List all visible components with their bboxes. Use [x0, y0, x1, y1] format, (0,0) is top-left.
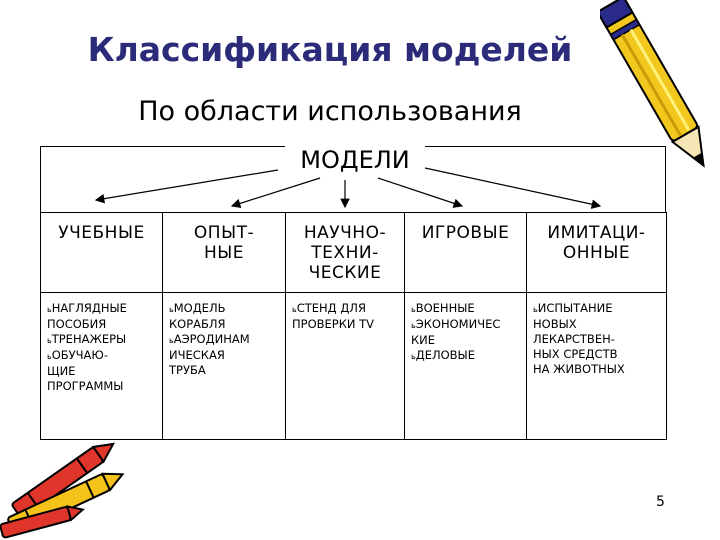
list-item-line: ьАЭРОДИНАМ: [169, 332, 250, 346]
category-header-line: УЧЕБНЫЕ: [58, 223, 145, 243]
list-item-line: ьТРЕНАЖЕРЫ: [47, 332, 127, 346]
list-item-line: ьИСПЫТАНИЕ: [533, 301, 613, 315]
bullet-icon: ь: [411, 321, 416, 330]
bullet-icon: ь: [411, 305, 416, 314]
list-item-line: ьДЕЛОВЫЕ: [411, 348, 475, 362]
bullet-icon: ь: [533, 305, 538, 314]
slide-title: Классификация моделей: [87, 30, 573, 69]
list-item: ьВОЕННЫЕ: [411, 301, 522, 317]
category-header-line: ТЕХНИ-: [311, 243, 379, 263]
slide-subtitle: По области использования: [138, 96, 522, 127]
list-item-line: КИЕ: [411, 333, 436, 347]
bullet-icon: ь: [169, 336, 174, 345]
category-header-line: НЫЕ: [203, 243, 245, 263]
bullet-icon: ь: [47, 305, 52, 314]
list-item-line: ьНАГЛЯДНЫЕ: [47, 301, 127, 315]
list-item-line: НОВЫХ: [533, 317, 577, 331]
category-header-imitatsionnye: ИМИТАЦИ-ОННЫЕ: [526, 212, 667, 293]
arrow-to-uchebnye: [94, 169, 279, 204]
category-header-nauchno-tekhnicheskie: НАУЧНО-ТЕХНИ-ЧЕСКИЕ: [285, 212, 405, 293]
list-item-line: ТРУБА: [169, 363, 206, 377]
list-item-line: ьОБУЧАЮ-: [47, 348, 108, 362]
category-header-line: НАУЧНО-: [303, 223, 387, 243]
list-item-line: ьВОЕННЫЕ: [411, 301, 475, 315]
list-item-line: ьСТЕНД ДЛЯ: [292, 301, 366, 315]
list-item: ьНАГЛЯДНЫЕ ПОСОБИЯ: [47, 301, 158, 332]
list-item: ьДЕЛОВЫЕ: [411, 348, 522, 364]
list-item-line: НЫХ СРЕДСТВ: [533, 347, 618, 361]
category-header-opytnye: ОПЫТ-НЫЕ: [162, 212, 286, 293]
category-header-igrovye: ИГРОВЫЕ: [404, 212, 527, 293]
bullet-icon: ь: [169, 305, 174, 314]
list-item: ьТРЕНАЖЕРЫ: [47, 332, 158, 348]
list-item-line: ЩИЕ: [47, 364, 76, 378]
bullet-icon: ь: [411, 352, 416, 361]
list-item-line: ПРОГРАММЫ: [47, 379, 124, 393]
bullet-icon: ь: [47, 336, 52, 345]
page-number: 5: [656, 494, 665, 510]
bullet-icon: ь: [292, 305, 297, 314]
pencil-icon: [600, 0, 705, 168]
bullet-icon: ь: [47, 352, 52, 361]
list-item: ьМОДЕЛЬ КОРАБЛЯ: [169, 301, 281, 332]
root-node-models: МОДЕЛИ: [285, 146, 425, 174]
list-item-line: ПРОВЕРКИ TV: [292, 317, 375, 331]
category-header-line: ОННЫЕ: [562, 243, 631, 263]
list-item-line: ьЭКОНОМИЧЕС: [411, 317, 501, 331]
category-header-line: ОПЫТ-: [193, 223, 255, 243]
category-items-nauchno-tekhnicheskie: ьСТЕНД ДЛЯ ПРОВЕРКИ TV: [285, 292, 405, 440]
list-item-line: НА ЖИВОТНЫХ: [533, 362, 625, 376]
arrow-to-opytnye: [230, 177, 321, 209]
arrow-to-imitatsionnye: [424, 167, 602, 209]
list-item-line: КОРАБЛЯ: [169, 317, 226, 331]
list-item: ьСТЕНД ДЛЯ ПРОВЕРКИ TV: [292, 301, 400, 332]
category-header-line: ЧЕСКИЕ: [308, 263, 382, 283]
category-header-line: ИГРОВЫЕ: [421, 223, 510, 243]
list-item-line: ИЧЕСКАЯ: [169, 348, 225, 362]
list-item-line: ЛЕКАРСТВЕН-: [533, 332, 615, 346]
list-item-line: ПОСОБИЯ: [47, 317, 107, 331]
list-item: ьЭКОНОМИЧЕС КИЕ: [411, 317, 522, 348]
category-header-uchebnye: УЧЕБНЫЕ: [40, 212, 163, 293]
arrow-to-igrovye: [377, 177, 464, 208]
crayons-icon: [0, 442, 125, 539]
category-header-line: ИМИТАЦИ-: [547, 223, 646, 243]
list-item-line: ьМОДЕЛЬ: [169, 301, 226, 315]
